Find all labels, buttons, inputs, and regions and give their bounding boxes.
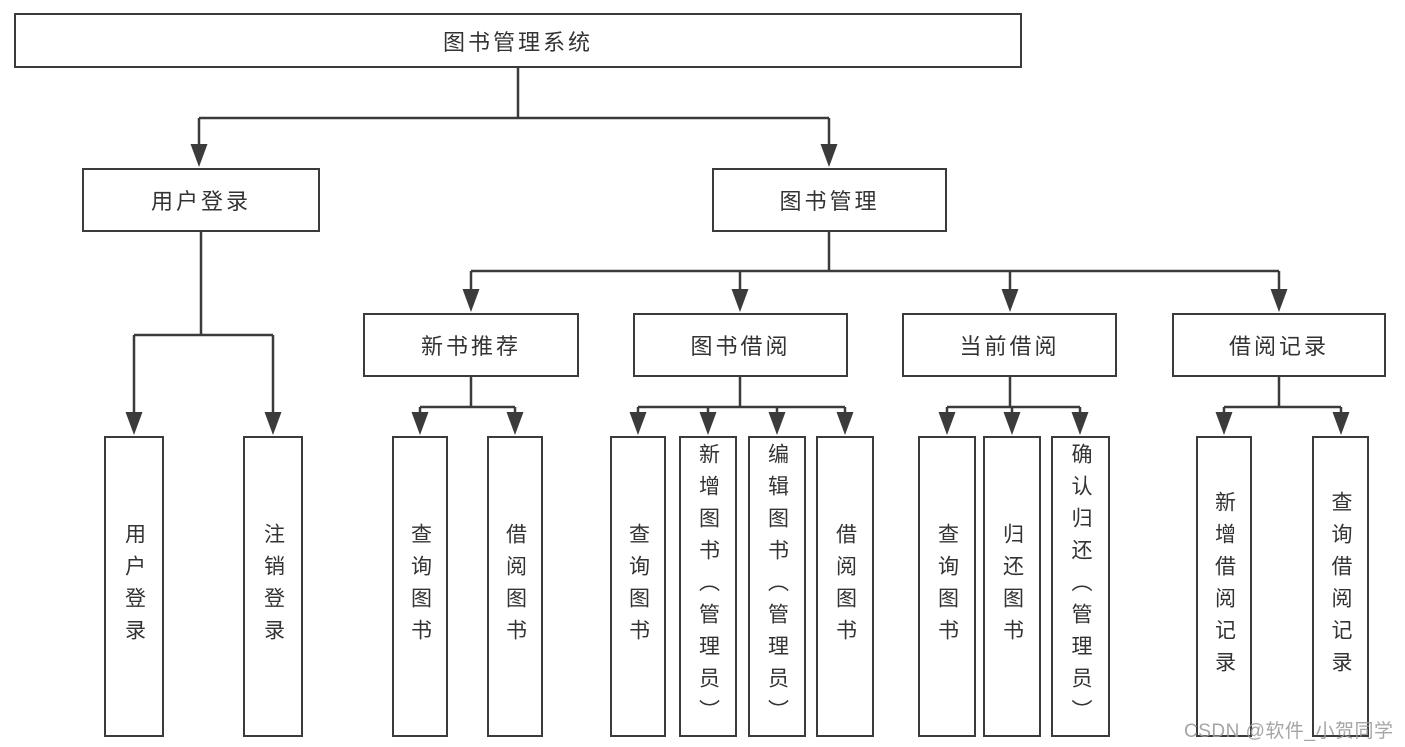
leaf-label: 注销登录 <box>261 522 285 651</box>
leaf-label: 归还图书 <box>1000 522 1024 651</box>
node-label: 图书管理 <box>779 189 880 214</box>
leaf-logout-login: 注销登录 <box>243 436 303 737</box>
node-label: 图书管理系统 <box>442 29 593 55</box>
node-library-management-system: 图书管理系统 <box>14 13 1022 68</box>
node-current-borrow: 当前借阅 <box>902 313 1117 377</box>
leaf-edit-book-admin: 编辑图书（管理员） <box>748 436 806 737</box>
leaf-label: 查询图书 <box>408 522 432 651</box>
leaf-borrow-books: 借阅图书 <box>816 436 874 737</box>
node-new-book-recommend: 新书推荐 <box>363 313 579 377</box>
leaf-label: 新增图书（管理员） <box>696 442 720 731</box>
leaf-query-books-current: 查询图书 <box>918 436 976 737</box>
leaf-label: 查询借阅记录 <box>1329 490 1352 683</box>
leaf-label: 借阅图书 <box>503 522 527 651</box>
node-label: 用户登录 <box>150 189 251 214</box>
leaf-label: 确认归还（管理员） <box>1069 442 1092 731</box>
leaf-query-borrow-record: 查询借阅记录 <box>1312 436 1369 737</box>
node-label: 新书推荐 <box>420 334 521 359</box>
node-user-login: 用户登录 <box>82 168 320 232</box>
node-book-management: 图书管理 <box>712 168 947 232</box>
node-label: 图书借阅 <box>690 334 791 359</box>
watermark: CSDN @软件_小贺同学 <box>1184 721 1394 742</box>
leaf-label: 编辑图书（管理员） <box>765 442 789 731</box>
leaf-label: 借阅图书 <box>833 522 857 651</box>
leaf-label: 查询图书 <box>626 522 650 651</box>
leaf-user-login: 用户登录 <box>104 436 164 737</box>
node-book-borrow: 图书借阅 <box>633 313 848 377</box>
node-label: 借阅记录 <box>1228 334 1329 359</box>
leaf-query-books-borrow: 查询图书 <box>610 436 666 737</box>
leaf-borrow-books-recommend: 借阅图书 <box>487 436 543 737</box>
leaf-label: 查询图书 <box>935 522 959 651</box>
node-label: 当前借阅 <box>959 334 1060 359</box>
leaf-add-borrow-record: 新增借阅记录 <box>1196 436 1252 737</box>
arrowheads <box>125 144 1350 435</box>
leaf-query-books-recommend: 查询图书 <box>392 436 448 737</box>
leaf-label: 新增借阅记录 <box>1212 490 1236 683</box>
leaf-return-book: 归还图书 <box>983 436 1041 737</box>
leaf-label: 用户登录 <box>122 522 146 651</box>
node-borrow-records: 借阅记录 <box>1172 313 1386 377</box>
leaf-confirm-return-admin: 确认归还（管理员） <box>1051 436 1110 737</box>
leaf-add-book-admin: 新增图书（管理员） <box>679 436 737 737</box>
